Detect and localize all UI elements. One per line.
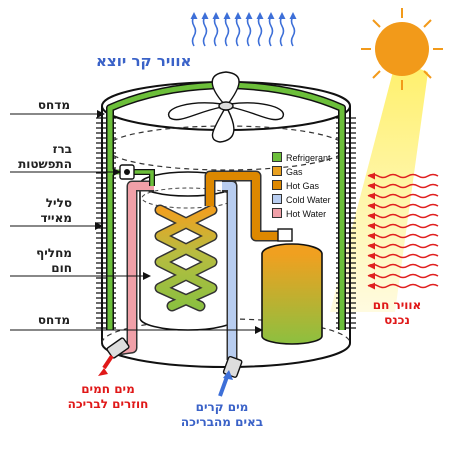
warm-air-arrow: [367, 213, 439, 219]
cold-air-arrow: [224, 15, 230, 47]
hot-water-return-label: מים חמים חוזרים לבריכה: [58, 382, 158, 412]
evaporator-coil-label: סליל מאייד: [12, 196, 72, 226]
warm-air-arrow: [367, 243, 439, 249]
evaporator-coil-label-line1: סליל: [45, 196, 72, 210]
legend-label: Cold Water: [286, 195, 331, 205]
warm-air-arrowhead: [368, 282, 375, 290]
compressor-tank: [261, 228, 323, 345]
heat-exchanger-label-line1: מחליף: [36, 246, 72, 260]
warm-air-arrowhead: [368, 192, 375, 200]
warm-air-arrow: [367, 273, 439, 279]
legend-label: Refrigerant: [286, 153, 331, 163]
warm-air-arrow: [367, 253, 439, 259]
compressor-label-bottom: מדחס: [24, 313, 70, 328]
warm-air-arrowhead: [368, 252, 375, 260]
heat-exchanger-label: מחליף חום: [12, 246, 72, 276]
warm-air-arrowhead: [368, 272, 375, 280]
cold-air-arrow: [235, 15, 241, 47]
hot-water-return-label-line2: חוזרים לבריכה: [67, 397, 149, 411]
cold-air-arrow: [202, 15, 208, 47]
cold-water-pipe: [222, 180, 238, 360]
warm-air-arrowhead: [368, 182, 375, 190]
cold-water-inlet-label: מים קרים באים מהבריכה: [172, 400, 272, 430]
legend-swatch: [272, 208, 282, 218]
warm-air-arrow: [367, 173, 439, 179]
cold-air-arrows-icon: [190, 12, 297, 47]
cold-air-arrowhead: [267, 12, 275, 19]
warm-air-arrowhead: [368, 242, 375, 250]
warm-air-arrow: [367, 223, 439, 229]
warm-air-arrowhead: [368, 172, 375, 180]
cold-air-arrowhead: [190, 12, 198, 19]
cold-air-arrowhead: [245, 12, 253, 19]
cold-air-arrow: [191, 15, 197, 47]
warm-air-arrows-icon: [367, 172, 439, 290]
legend-swatch: [272, 194, 282, 204]
cold-water-inlet-label-line1: מים קרים: [195, 400, 249, 414]
cold-air-arrowhead: [223, 12, 231, 19]
legend-swatch: [272, 152, 282, 162]
legend-item: Refrigerant: [272, 152, 331, 166]
legend-label: Hot Gas: [286, 181, 320, 191]
heat-exchanger-coil: [154, 204, 218, 312]
legend-item: Hot Gas: [272, 180, 331, 194]
hot-water-outlet-icon: [98, 337, 130, 376]
warm-air-arrowhead: [368, 202, 375, 210]
warm-air-arrow: [367, 283, 439, 289]
cold-water-inlet-label-line2: באים מהבריכה: [180, 415, 264, 429]
compressor-label-top-text: מדחס: [37, 98, 70, 112]
cold-air-arrowhead: [212, 12, 220, 19]
cold-air-arrow: [257, 15, 263, 47]
warm-air-arrow: [367, 193, 439, 199]
legend-swatch: [272, 180, 282, 190]
legend-swatch: [272, 166, 282, 176]
legend-label: Gas: [286, 167, 303, 177]
warm-air-arrowhead: [368, 212, 375, 220]
cold-air-arrowhead: [256, 12, 264, 19]
expansion-valve-label: ברז התפשטות: [12, 142, 72, 172]
cold-air-arrow: [246, 15, 252, 47]
warm-air-arrow: [367, 263, 439, 269]
cold-air-arrowhead: [278, 12, 286, 19]
warm-air-arrowhead: [368, 262, 375, 270]
warm-air-in-label: אוויר חם נכנס: [362, 298, 432, 328]
cold-air-arrowhead: [201, 12, 209, 19]
cold-air-arrow: [268, 15, 274, 47]
fan-icon: [167, 71, 285, 143]
cold-air-arrowhead: [289, 12, 297, 19]
cold-air-arrow: [213, 15, 219, 47]
warm-air-arrowhead: [368, 232, 375, 240]
cold-air-arrow: [279, 15, 285, 47]
expansion-valve-label-line1: ברז: [52, 142, 72, 156]
legend-item: Hot Water: [272, 208, 331, 222]
legend-label: Hot Water: [286, 209, 327, 219]
legend-item: Cold Water: [272, 194, 331, 208]
cold-air-arrow: [290, 15, 296, 47]
label-pointers: [10, 110, 263, 334]
warm-air-arrowhead: [368, 222, 375, 230]
legend-item: Gas: [272, 166, 331, 180]
hot-gas-pipe: [204, 170, 282, 242]
compressor-label-bottom-text: מדחס: [37, 313, 70, 327]
expansion-valve-label-line2: התפשטות: [18, 157, 72, 171]
heat-exchanger-label-line2: חום: [51, 261, 72, 275]
warm-air-in-label-line1: אוויר חם: [372, 298, 422, 312]
sun-icon: [361, 8, 443, 90]
cold-water-inlet-icon: [218, 355, 243, 397]
warm-air-arrow: [367, 233, 439, 239]
cold-air-arrowhead: [234, 12, 242, 19]
warm-air-in-label-line2: נכנס: [384, 313, 410, 327]
compressor-label-top: מדחס: [24, 98, 70, 113]
hot-water-return-label-line1: מים חמים: [81, 382, 135, 396]
warm-air-arrow: [367, 203, 439, 209]
evaporator-coil-label-line2: מאייד: [40, 211, 72, 225]
cold-air-out-label: אוויר קר יוצא: [96, 52, 192, 70]
warm-air-arrow: [367, 183, 439, 189]
